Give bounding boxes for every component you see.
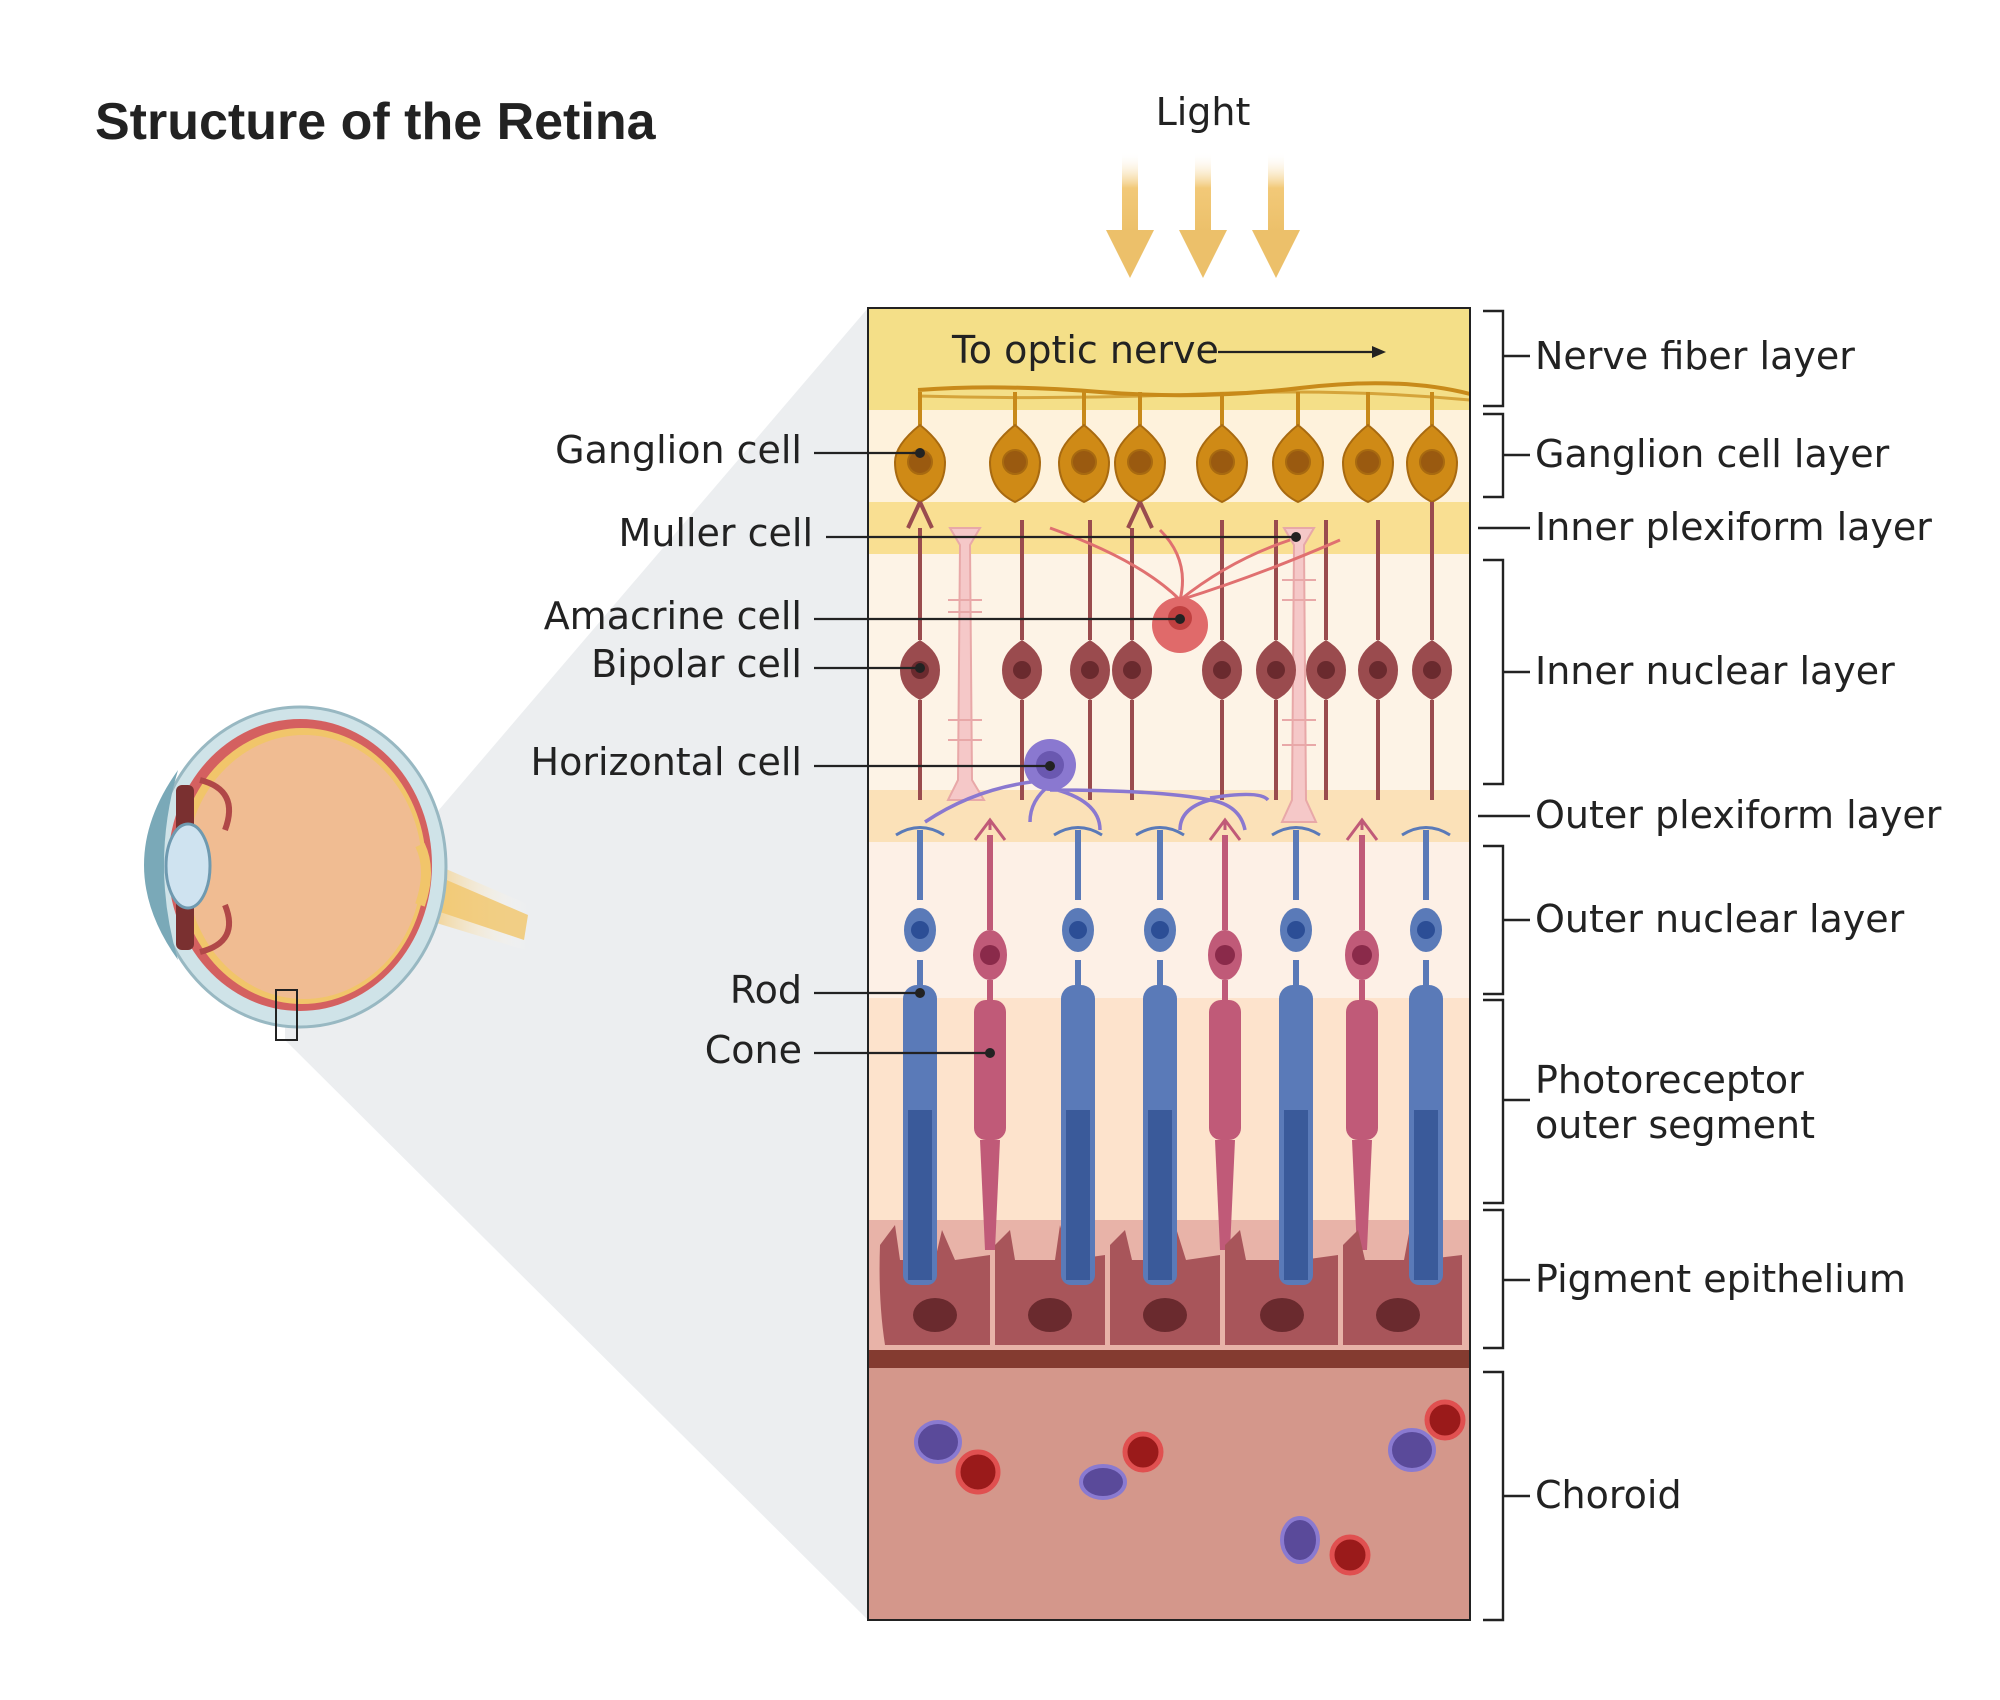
bipolar-cell bbox=[1112, 501, 1154, 800]
light-arrow-2 bbox=[1179, 152, 1227, 278]
light-arrows bbox=[1106, 152, 1300, 278]
label-amacrine-cell: Amacrine cell bbox=[544, 594, 802, 638]
pigment-cell bbox=[1343, 1228, 1462, 1345]
layer-brackets bbox=[1478, 309, 1530, 1622]
zoom-region-box bbox=[275, 989, 298, 1041]
band-choroid bbox=[868, 1368, 1470, 1620]
pigment-epithelium-cells bbox=[879, 1225, 1462, 1345]
bipolar-cell bbox=[900, 501, 940, 800]
choroid-blood-cells bbox=[914, 1399, 1466, 1576]
white-blood-cell bbox=[1388, 1428, 1436, 1472]
white-blood-cell bbox=[1280, 1516, 1320, 1564]
ganglion-cell bbox=[1113, 392, 1167, 504]
muller-cell bbox=[946, 527, 986, 801]
label-ganglion-cell-layer: Ganglion cell layer bbox=[1535, 432, 1890, 476]
label-nerve-fiber-layer: Nerve fiber layer bbox=[1535, 334, 1855, 378]
label-outer-nuclear-layer: Outer nuclear layer bbox=[1535, 897, 1905, 941]
light-label: Light bbox=[1156, 90, 1251, 134]
pigment-cell bbox=[1110, 1228, 1220, 1345]
label-inner-nuclear-layer: Inner nuclear layer bbox=[1535, 649, 1895, 693]
bipolar-cell bbox=[1256, 520, 1296, 800]
pigment-cell bbox=[879, 1225, 990, 1345]
zoom-projection bbox=[285, 308, 868, 1620]
label-inner-plexiform-layer: Inner plexiform layer bbox=[1535, 505, 1932, 549]
amacrine-cell bbox=[1049, 526, 1341, 653]
bipolar-cell bbox=[1358, 520, 1398, 800]
ganglion-cell bbox=[1271, 392, 1325, 504]
bipolar-cells bbox=[900, 501, 1452, 800]
ganglion-cell bbox=[988, 392, 1042, 504]
ganglion-cells bbox=[893, 392, 1459, 504]
label-pigment-epithelium: Pigment epithelium bbox=[1535, 1257, 1906, 1301]
label-horizontal-cell: Horizontal cell bbox=[531, 740, 803, 784]
red-blood-cell bbox=[1329, 1534, 1371, 1576]
rod-outer-segments bbox=[903, 1200, 1443, 1285]
muller-cells bbox=[946, 527, 1318, 823]
eyeball-illustration bbox=[144, 705, 530, 1041]
cone-cell bbox=[973, 817, 1007, 1250]
cone-cell bbox=[1208, 817, 1242, 1250]
white-blood-cell bbox=[914, 1420, 962, 1464]
ganglion-cell bbox=[1057, 392, 1111, 504]
cone-cell bbox=[1345, 817, 1379, 1250]
red-blood-cell bbox=[955, 1449, 1001, 1495]
panel-border bbox=[867, 307, 1471, 1621]
label-cone: Cone bbox=[705, 1028, 802, 1072]
label-ganglion-cell: Ganglion cell bbox=[555, 428, 802, 472]
muller-cell bbox=[1280, 527, 1318, 823]
page-title: Structure of the Retina bbox=[95, 93, 656, 151]
layer-labels: Nerve fiber layer Ganglion cell layer In… bbox=[1535, 334, 1942, 1517]
pigment-cell bbox=[1225, 1228, 1338, 1345]
light-arrow-3 bbox=[1252, 152, 1300, 278]
bipolar-cell bbox=[1306, 520, 1346, 800]
label-bipolar-cell: Bipolar cell bbox=[591, 642, 802, 686]
bipolar-cell bbox=[1202, 520, 1242, 800]
red-blood-cell bbox=[1424, 1399, 1466, 1441]
ganglion-cell bbox=[1195, 392, 1249, 504]
pigment-cell bbox=[995, 1225, 1105, 1345]
label-photoreceptor-line1: Photoreceptor bbox=[1535, 1058, 1804, 1102]
ganglion-cell bbox=[1341, 392, 1395, 504]
band-bruch-membrane bbox=[868, 1350, 1470, 1368]
optic-nerve-label: To optic nerve bbox=[951, 328, 1219, 372]
bipolar-cell bbox=[1412, 502, 1452, 800]
cell-labels: Ganglion cell Muller cell Amacrine cell … bbox=[531, 428, 1301, 1072]
retina-panel: To optic nerve bbox=[867, 307, 1471, 1621]
label-rod: Rod bbox=[730, 968, 802, 1012]
red-blood-cell bbox=[1122, 1431, 1164, 1473]
light-arrow-1 bbox=[1106, 152, 1154, 278]
ganglion-cell bbox=[1405, 392, 1459, 504]
label-muller-cell: Muller cell bbox=[619, 511, 813, 555]
label-photoreceptor-line2: outer segment bbox=[1535, 1103, 1815, 1147]
label-outer-plexiform-layer: Outer plexiform layer bbox=[1535, 793, 1942, 837]
label-choroid: Choroid bbox=[1535, 1473, 1682, 1517]
white-blood-cell bbox=[1079, 1464, 1127, 1500]
